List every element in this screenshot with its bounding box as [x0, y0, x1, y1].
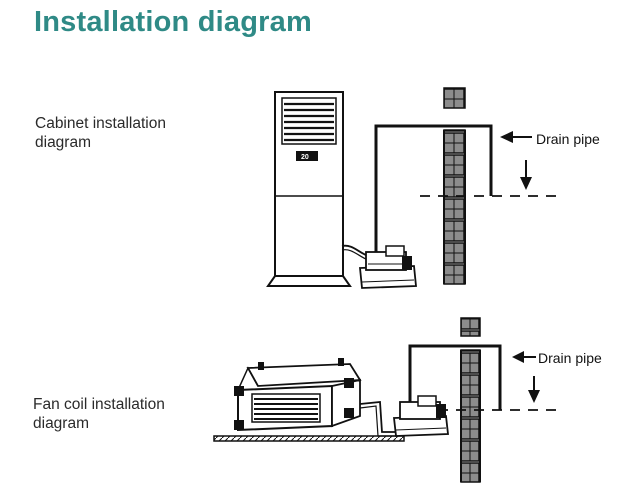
cabinet-label: Cabinet installation diagram — [35, 114, 166, 152]
fancoil-drain-pipe-label: Drain pipe — [538, 350, 602, 366]
page-title: Installation diagram — [34, 6, 312, 38]
fancoil-unit — [234, 358, 362, 432]
cabinet-display-text: 20 — [301, 154, 309, 161]
cabinet-label-line1: Cabinet installation — [35, 115, 166, 132]
cabinet-label-line2: diagram — [35, 134, 91, 151]
cabinet-grille — [284, 102, 334, 142]
fancoil-wall — [460, 317, 481, 483]
cabinet-display-icon — [296, 151, 318, 161]
fancoil-drain-pump — [392, 395, 450, 437]
arrow-left-icon — [500, 131, 532, 143]
arrow-left-icon — [512, 351, 536, 363]
fancoil-label-line1: Fan coil installation — [33, 396, 165, 413]
fancoil-floor — [213, 435, 405, 442]
cabinet-unit: 20 — [266, 91, 352, 287]
arrow-down-icon — [520, 160, 532, 190]
cabinet-drain-pump — [359, 245, 417, 289]
fancoil-label: Fan coil installation diagram — [33, 395, 165, 433]
cabinet-drain-pipe-label: Drain pipe — [536, 131, 600, 147]
fancoil-label-line2: diagram — [33, 415, 89, 432]
cabinet-wall — [443, 87, 466, 285]
arrow-down-icon — [528, 376, 540, 403]
